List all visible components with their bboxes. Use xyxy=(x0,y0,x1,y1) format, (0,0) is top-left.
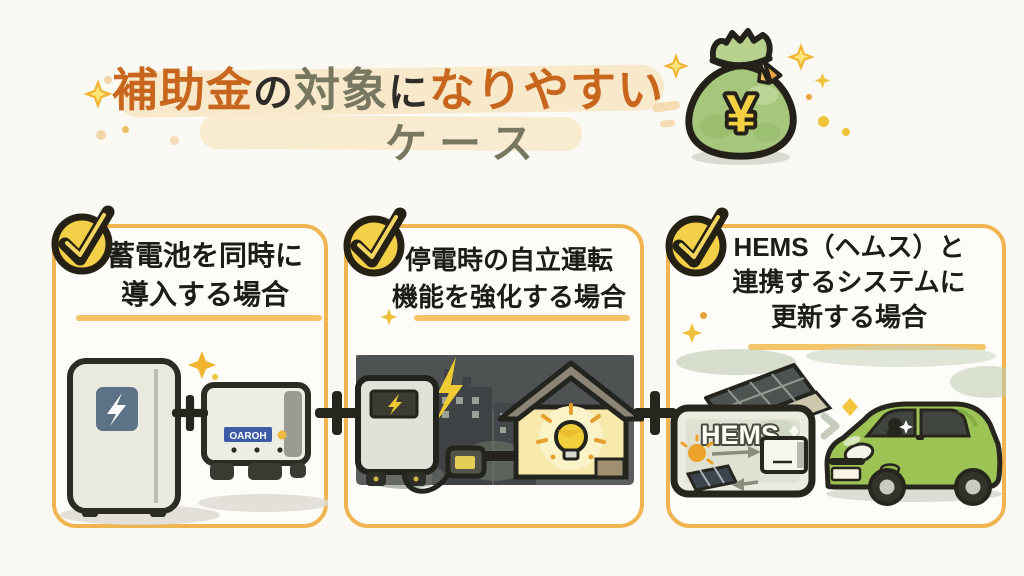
check-icon xyxy=(665,207,729,277)
backup-battery-icon xyxy=(355,375,439,486)
page-title: 補助金の対象になりやすい xyxy=(88,54,688,120)
title-segment: の xyxy=(253,71,294,115)
heading-line: 機能を強化する場合 xyxy=(391,282,626,312)
sparkle-icon xyxy=(842,398,858,416)
panel-heading: 停電時の自立運転 機能を強化する場合 xyxy=(374,242,644,316)
plug-box-icon xyxy=(445,445,487,479)
money-bag-icon: ¥ xyxy=(685,28,797,166)
outage-scene-illustration xyxy=(355,355,644,494)
page-title-line2: ケース xyxy=(385,120,545,167)
plus-icon xyxy=(171,394,209,432)
glowing-house-icon xyxy=(497,360,644,480)
plus-icon xyxy=(315,391,359,435)
light-bulb-icon xyxy=(536,403,606,461)
chevron-right-icon xyxy=(820,412,840,440)
sparkle-icon xyxy=(663,53,689,79)
yen-symbol: ¥ xyxy=(726,85,756,144)
decor-dot xyxy=(104,76,112,84)
heading-line: 蓄電池を同時に xyxy=(106,240,303,271)
sparkle-icon xyxy=(380,308,398,326)
decor-dot xyxy=(700,312,707,319)
device-brand-label: OAROH xyxy=(229,431,266,442)
power-conditioner-icon: OAROH xyxy=(201,382,311,480)
heading-line: 更新する場合 xyxy=(770,302,927,332)
plus-icon xyxy=(633,391,677,435)
sparkle-icon xyxy=(83,79,113,109)
check-icon xyxy=(343,207,407,277)
panel-heading: 蓄電池を同時に 導入する場合 xyxy=(82,236,328,314)
sparkle-icon xyxy=(681,322,703,344)
heading-underline xyxy=(76,315,322,321)
power-cable xyxy=(401,469,451,494)
sparkle-icon xyxy=(188,351,216,379)
ev-car-icon xyxy=(824,401,1003,506)
heading-line: 連携するシステムに xyxy=(732,267,966,297)
sun-icon xyxy=(680,434,714,465)
decor-dot xyxy=(818,116,829,127)
decor-dot xyxy=(96,130,106,140)
title-segment: なりやすい xyxy=(429,64,664,116)
decor-dot xyxy=(806,94,812,100)
decor-dot xyxy=(122,126,129,133)
heading-line: 導入する場合 xyxy=(120,279,289,310)
hems-system-illustration: HEMS xyxy=(670,345,1006,506)
sparkle-icon xyxy=(814,72,831,89)
lightning-icon xyxy=(434,357,463,425)
battery-system-illustration: OAROH xyxy=(60,351,328,525)
sparkle-icon xyxy=(787,43,815,71)
check-icon xyxy=(51,205,115,275)
title-segment: 補助金 xyxy=(112,64,253,116)
decor-dot xyxy=(842,128,850,136)
panel-heading: HEMS（ヘムス）と 連携するシステムに 更新する場合 xyxy=(692,230,1006,335)
heading-underline xyxy=(414,315,630,321)
heading-line: 停電時の自立運転 xyxy=(404,245,613,275)
storage-battery-icon xyxy=(67,358,181,517)
hems-tablet-icon: HEMS xyxy=(670,404,816,498)
title-segment: に xyxy=(388,71,429,115)
title-segment: 対象 xyxy=(294,64,388,116)
decor-dash xyxy=(659,119,676,128)
decor-dot xyxy=(170,136,179,145)
heading-line: HEMS（ヘムス）と xyxy=(733,232,965,262)
